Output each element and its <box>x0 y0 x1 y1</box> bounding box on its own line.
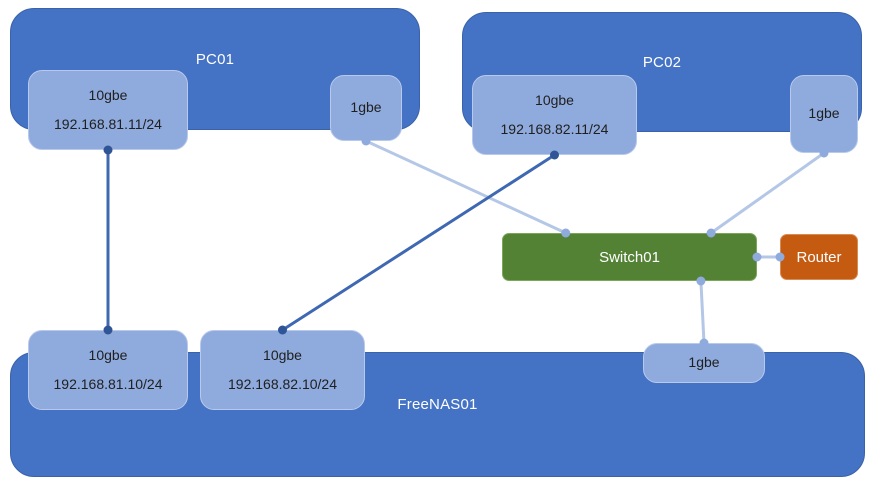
nic-freenas-1gbe: 1gbe <box>643 343 765 383</box>
nic-pc02-1gbe: 1gbe <box>790 75 858 153</box>
nic-speed-label: 10gbe <box>88 86 128 103</box>
nic-pc01-1gbe: 1gbe <box>330 75 402 141</box>
nic-ip-label: 192.168.82.10/24 <box>228 376 337 392</box>
nic-freenas-10gbe-82: 10gbe 192.168.82.10/24 <box>200 330 365 410</box>
nic-pc02-10gbe: 10gbe 192.168.82.11/24 <box>472 75 637 155</box>
nic-speed-label: 1gbe <box>350 99 382 116</box>
node-switch01: Switch01 <box>502 233 757 281</box>
nic-speed-label: 10gbe <box>263 346 302 363</box>
node-freenas01-label: FreeNAS01 <box>397 396 478 413</box>
node-switch01-label: Switch01 <box>599 248 660 266</box>
nic-speed-label: 1gbe <box>688 354 720 371</box>
link-1g-line <box>710 151 825 235</box>
node-router: Router <box>780 234 858 280</box>
link-1g-line <box>699 280 706 344</box>
nic-freenas-10gbe-81: 10gbe 192.168.81.10/24 <box>28 330 188 410</box>
nic-speed-label: 1gbe <box>808 105 840 122</box>
nic-ip-label: 192.168.81.10/24 <box>53 376 163 392</box>
nic-ip-label: 192.168.81.11/24 <box>54 116 162 132</box>
nic-speed-label: 10gbe <box>535 91 574 108</box>
nic-speed-label: 10gbe <box>88 346 128 363</box>
nic-ip-label: 192.168.82.11/24 <box>500 121 609 137</box>
node-pc02-label: PC02 <box>642 53 682 71</box>
nic-pc01-10gbe: 10gbe 192.168.81.11/24 <box>28 70 188 150</box>
node-router-label: Router <box>796 248 842 266</box>
node-pc01-label: PC01 <box>195 50 235 68</box>
